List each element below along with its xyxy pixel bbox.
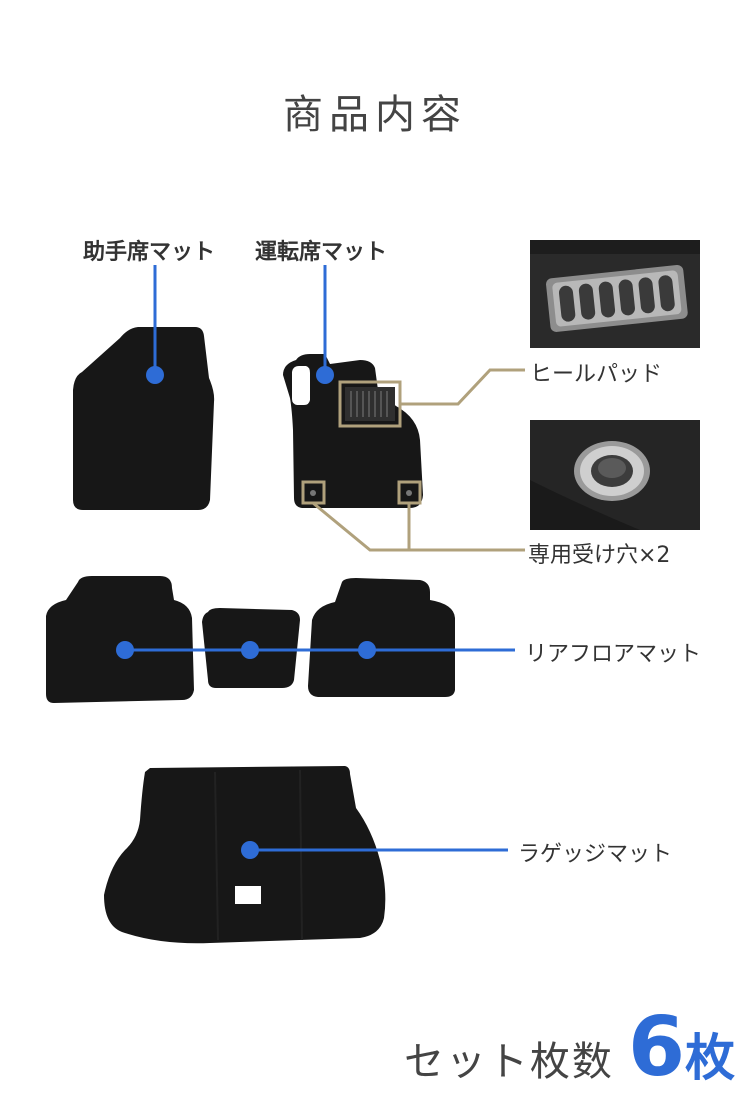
pointer-dot [146,366,164,384]
passenger-mat [73,327,215,510]
pointer-dot [241,641,259,659]
heel-pad-leader [400,368,525,406]
pointer-dot [116,641,134,659]
page-title: 商品内容 [283,92,467,138]
pointer-dot [358,641,376,659]
hook-holes-label: 専用受け穴×2 [528,543,671,568]
pointer-dot [316,366,334,384]
heel-pad-label: ヒールパッド [530,362,663,387]
pointer-dot [241,841,259,859]
hook-holes-leader [312,501,525,552]
passenger-mat-label: 助手席マット [83,240,216,265]
luggage-mat-label: ラゲッジマット [518,842,673,867]
rear-floor-mat-left [46,576,194,703]
set-count-number: 6 [627,1000,685,1095]
hook-hole-photo [530,420,700,530]
rear-floor-mat-right [308,578,455,697]
set-count-label: セット枚数 [403,1039,614,1085]
rear-floor-mat-label: リアフロアマット [525,642,702,667]
heel-pad-photo [530,240,700,348]
set-count: セット枚数 6枚 [0,1000,735,1095]
driver-mat [283,354,423,508]
luggage-mat-notch [235,886,261,904]
set-count-unit: 枚 [685,1029,735,1087]
driver-mat-label: 運転席マット [255,240,388,265]
